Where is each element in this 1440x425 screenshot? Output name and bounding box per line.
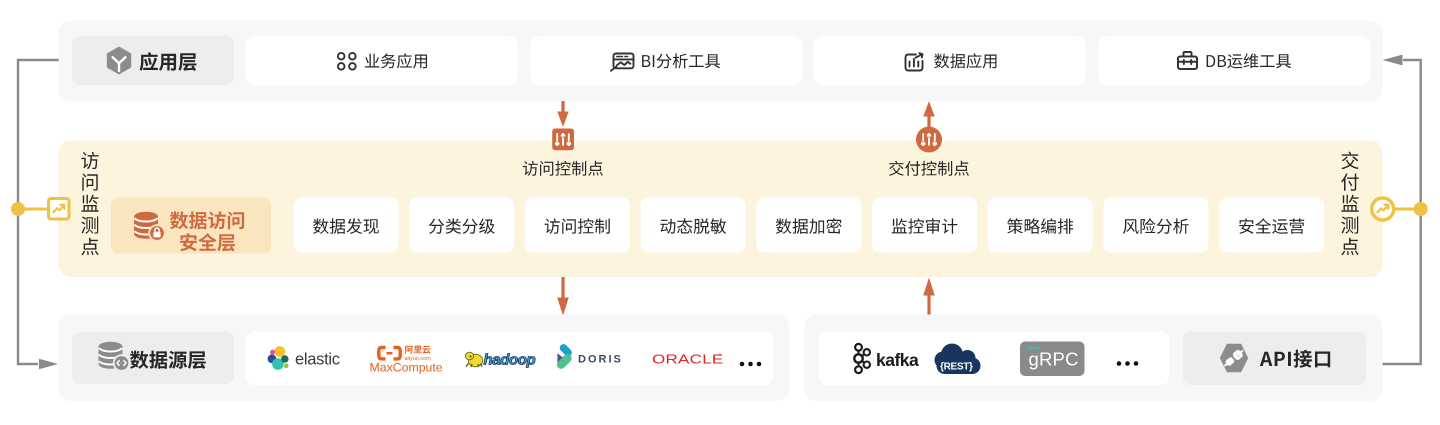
- svg-text:hadoop: hadoop: [484, 352, 536, 369]
- svg-text:elastic: elastic: [295, 351, 340, 369]
- svg-text:ORACLE: ORACLE: [652, 352, 724, 366]
- svg-text:kafka: kafka: [876, 350, 919, 370]
- svg-text:aliyun.com: aliyun.com: [405, 356, 432, 362]
- svg-text:DORIS: DORIS: [578, 354, 623, 366]
- svg-text:MaxCompute: MaxCompute: [370, 361, 443, 375]
- svg-text:gRPC: gRPC: [1029, 349, 1079, 370]
- svg-text:{REST}: {REST}: [940, 362, 973, 373]
